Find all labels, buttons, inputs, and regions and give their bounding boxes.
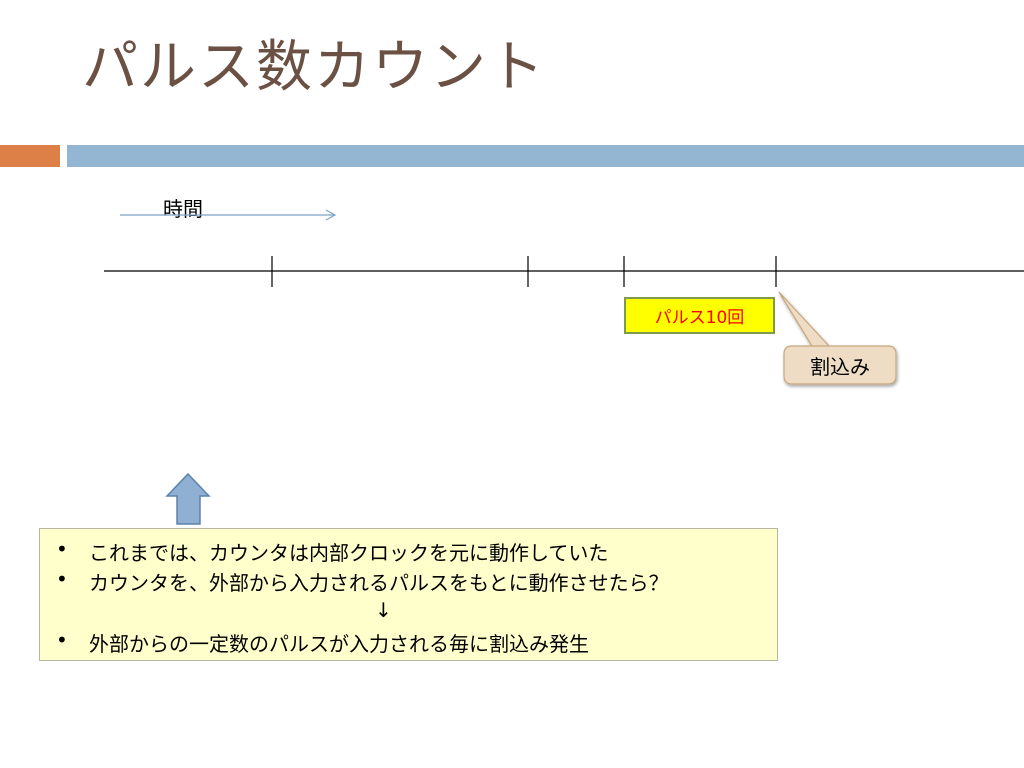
- bullet: •: [56, 628, 68, 652]
- time-arrow-icon: [120, 209, 337, 221]
- list-item-text: これまでは、カウンタは内部クロックを元に動作していた: [89, 541, 609, 565]
- list-item-text: 外部からの一定数のパルスが入力される毎に割込み発生: [89, 632, 589, 656]
- pulse-count-box: パルス10回: [624, 297, 775, 334]
- page-title: パルス数カウント: [82, 35, 546, 100]
- bullet: •: [56, 567, 68, 591]
- list-item-text: カウンタを、外部から入力されるパルスをもとに動作させたら？: [89, 571, 669, 595]
- bullet: •: [56, 537, 68, 561]
- explanation-box: • これまでは、カウンタは内部クロックを元に動作していた • カウンタを、外部か…: [39, 528, 778, 661]
- accent-bar-orange: [0, 145, 60, 167]
- pulse-count-label: パルス10回: [654, 308, 745, 328]
- callout-label: 割込み: [810, 354, 870, 379]
- down-arrow-text: ↓: [375, 598, 392, 622]
- time-label: 時間: [163, 197, 203, 221]
- accent-bar-blue: [67, 145, 1024, 167]
